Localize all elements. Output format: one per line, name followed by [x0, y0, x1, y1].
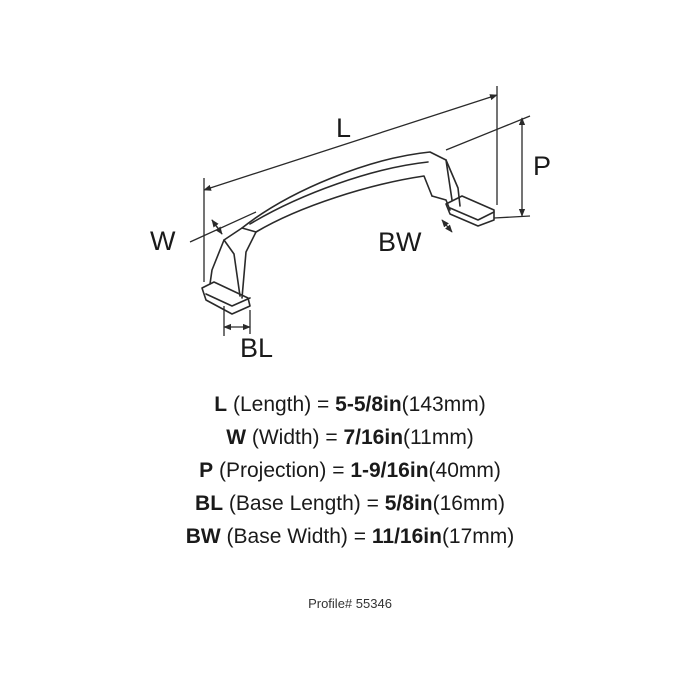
bar-inner — [255, 175, 433, 233]
spec-metric: (143mm) — [401, 393, 486, 416]
spec-code: W — [226, 426, 247, 449]
right-foot-edge — [449, 207, 495, 221]
spec-code: BL — [195, 492, 224, 515]
spec-code: BW — [185, 525, 221, 548]
spec-equals: = — [332, 459, 345, 482]
spec-equals: = — [325, 426, 338, 449]
spec-metric: (40mm) — [428, 459, 501, 482]
base-length-label: BL — [240, 333, 273, 363]
bar-mid — [249, 161, 429, 225]
right-foot — [445, 195, 495, 227]
spec-code: P — [199, 459, 214, 482]
spec-metric: (17mm) — [441, 525, 515, 548]
projection-extension-bottom — [493, 215, 531, 219]
spec-metric: (11mm) — [403, 426, 474, 449]
right-post — [445, 159, 461, 207]
profile-number: Profile# 55346 — [308, 596, 392, 611]
spec-fraction: 5/8in — [384, 492, 433, 515]
spec-row-width: W (Width) = 7/16in(11mm) — [0, 421, 700, 454]
length-label: L — [336, 113, 351, 143]
spec-metric: (16mm) — [432, 492, 505, 515]
spec-desc: (Base Width) — [226, 525, 348, 548]
spec-row-length: L (Length) = 5-5/8in(143mm) — [0, 388, 700, 421]
left-foot-edge — [205, 293, 251, 307]
left-post — [209, 227, 257, 299]
spec-desc: (Projection) — [218, 459, 327, 482]
spec-equals: = — [366, 492, 379, 515]
handle-dimension-diagram: L W P BW BL — [150, 86, 551, 363]
spec-desc: (Length) — [232, 393, 312, 416]
spec-desc: (Base Length) — [228, 492, 361, 515]
left-foot — [201, 281, 251, 315]
spec-row-projection: P (Projection) = 1-9/16in(40mm) — [0, 454, 700, 487]
right-post-inner — [431, 195, 451, 211]
projection-extension-top — [445, 115, 531, 151]
spec-code: L — [214, 393, 228, 416]
spec-fraction: 5-5/8in — [335, 393, 402, 416]
projection-label: P — [533, 151, 551, 181]
width-label: W — [150, 226, 176, 256]
width-arrow-b — [211, 219, 223, 235]
spec-desc: (Width) — [251, 426, 320, 449]
spec-fraction: 1-9/16in — [350, 459, 429, 482]
base-width-label: BW — [378, 227, 422, 257]
spec-equals: = — [317, 393, 330, 416]
spec-fraction: 7/16in — [343, 426, 404, 449]
spec-fraction: 11/16in — [371, 525, 442, 548]
left-post-inner — [223, 239, 241, 297]
dimension-specs: L (Length) = 5-5/8in(143mm) W (Width) = … — [0, 388, 700, 553]
width-dimension-line — [189, 211, 257, 243]
length-dimension-line — [203, 94, 498, 191]
dimension-lines — [189, 86, 531, 336]
spec-row-base-width: BW (Base Width) = 11/16in(17mm) — [0, 520, 700, 553]
spec-equals: = — [353, 525, 367, 548]
spec-row-base-length: BL (Base Length) = 5/8in(16mm) — [0, 487, 700, 520]
base-width-arrow — [441, 219, 453, 233]
